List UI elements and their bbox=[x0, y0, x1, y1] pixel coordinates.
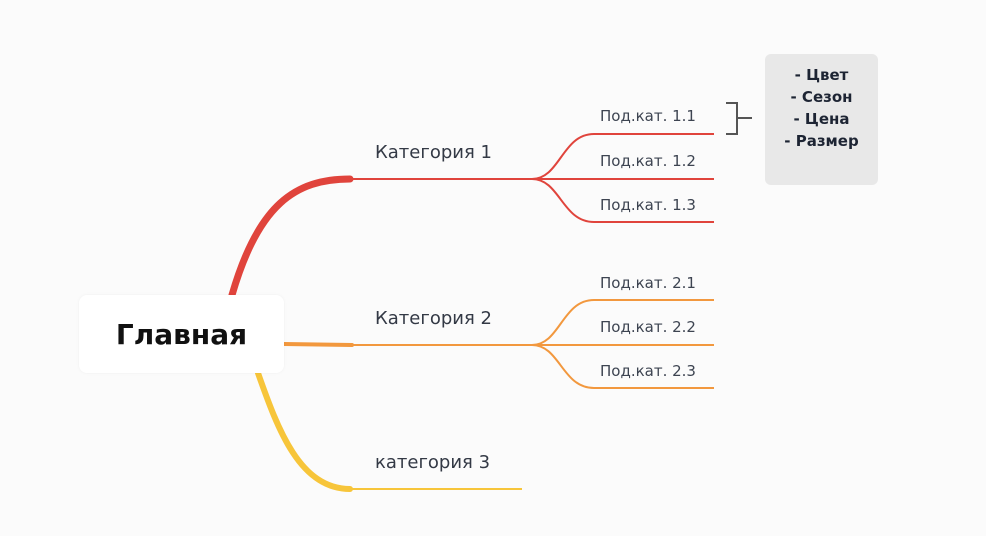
note-line-season: - Сезон bbox=[790, 88, 853, 106]
note-line-color: - Цвет bbox=[794, 66, 849, 84]
subcategory-2-3-label[interactable]: Под.кат. 2.3 bbox=[600, 362, 696, 380]
summary-note[interactable]: - Цвет - Сезон - Цена - Размер bbox=[765, 54, 878, 185]
category-2-label[interactable]: Категория 2 bbox=[375, 308, 492, 329]
subcategory-1-3-label[interactable]: Под.кат. 1.3 bbox=[600, 196, 696, 214]
subcategory-1-1-label[interactable]: Под.кат. 1.1 bbox=[600, 107, 696, 125]
summary-bracket bbox=[726, 102, 752, 135]
branch-subcategory-2-3 bbox=[531, 344, 714, 389]
branch-root-to-category-1 bbox=[228, 175, 354, 299]
category-1-label[interactable]: Категория 1 bbox=[375, 142, 492, 163]
subcategory-2-1-label[interactable]: Под.кат. 2.1 bbox=[600, 274, 696, 292]
subcategory-1-2-label[interactable]: Под.кат. 1.2 bbox=[600, 152, 696, 170]
subcategory-2-2-label[interactable]: Под.кат. 2.2 bbox=[600, 318, 696, 336]
category-3-label[interactable]: категория 3 bbox=[375, 452, 491, 473]
branch-root-to-category-2 bbox=[282, 342, 354, 347]
note-line-price: - Цена bbox=[793, 110, 850, 128]
root-node[interactable]: Главная bbox=[79, 295, 284, 373]
root-node-label: Главная bbox=[115, 317, 248, 351]
branch-root-to-category-3 bbox=[255, 370, 353, 492]
branch-subcategory-1-1 bbox=[531, 133, 714, 180]
branch-subcategory-2-1 bbox=[531, 299, 714, 346]
branch-subcategory-1-3 bbox=[531, 178, 714, 223]
note-line-size: - Размер bbox=[784, 132, 859, 150]
